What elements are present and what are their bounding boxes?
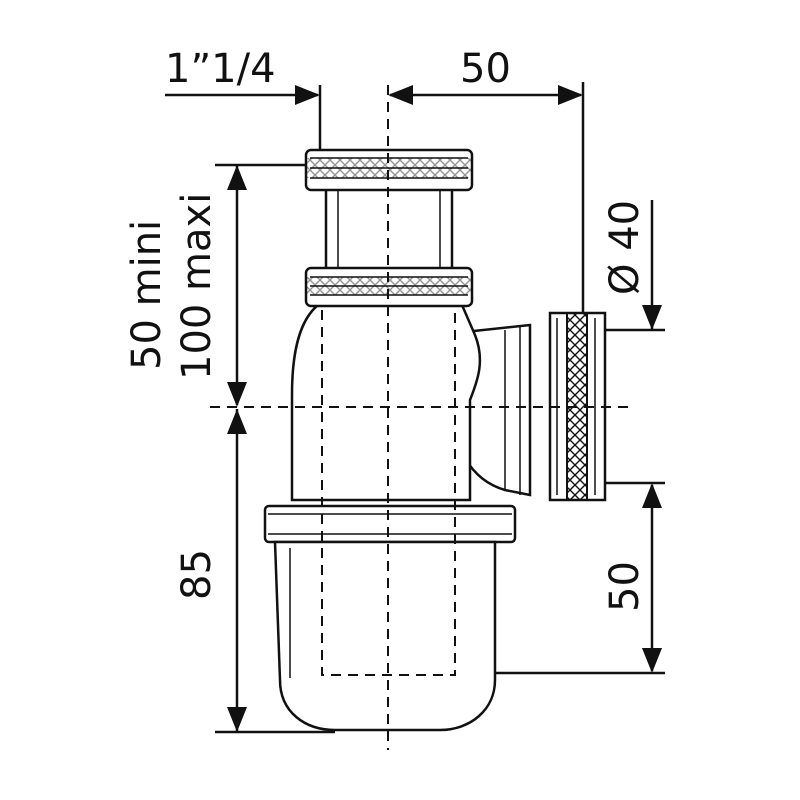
adjustable-height-max-label: 100 maxi: [174, 193, 220, 380]
dimension-outlet-diameter: Ø 40: [602, 200, 665, 332]
outlet-diameter-label: Ø 40: [602, 200, 648, 295]
dimension-adjustable-height: 50 mini 100 maxi: [124, 163, 306, 407]
dimension-top-thread: 1”1/4: [165, 46, 322, 150]
outlet-height-label: 50: [602, 561, 648, 612]
bottle-upper: [290, 303, 482, 502]
dip-tube-hidden: [321, 310, 456, 676]
collar-ring: [263, 504, 517, 544]
dimension-outlet-offset: 50: [388, 46, 585, 312]
adjustable-height-min-label: 50 mini: [124, 220, 170, 370]
trap-body: [263, 148, 607, 732]
center-lines: [210, 85, 630, 750]
lower-height-label: 85: [174, 549, 220, 600]
top-thread-label: 1”1/4: [165, 46, 276, 92]
dimension-outlet-height: 50: [495, 481, 665, 675]
dimension-lower-height: 85: [174, 409, 335, 734]
bottom-cup: [273, 540, 497, 732]
outlet-offset-label: 50: [460, 46, 511, 92]
